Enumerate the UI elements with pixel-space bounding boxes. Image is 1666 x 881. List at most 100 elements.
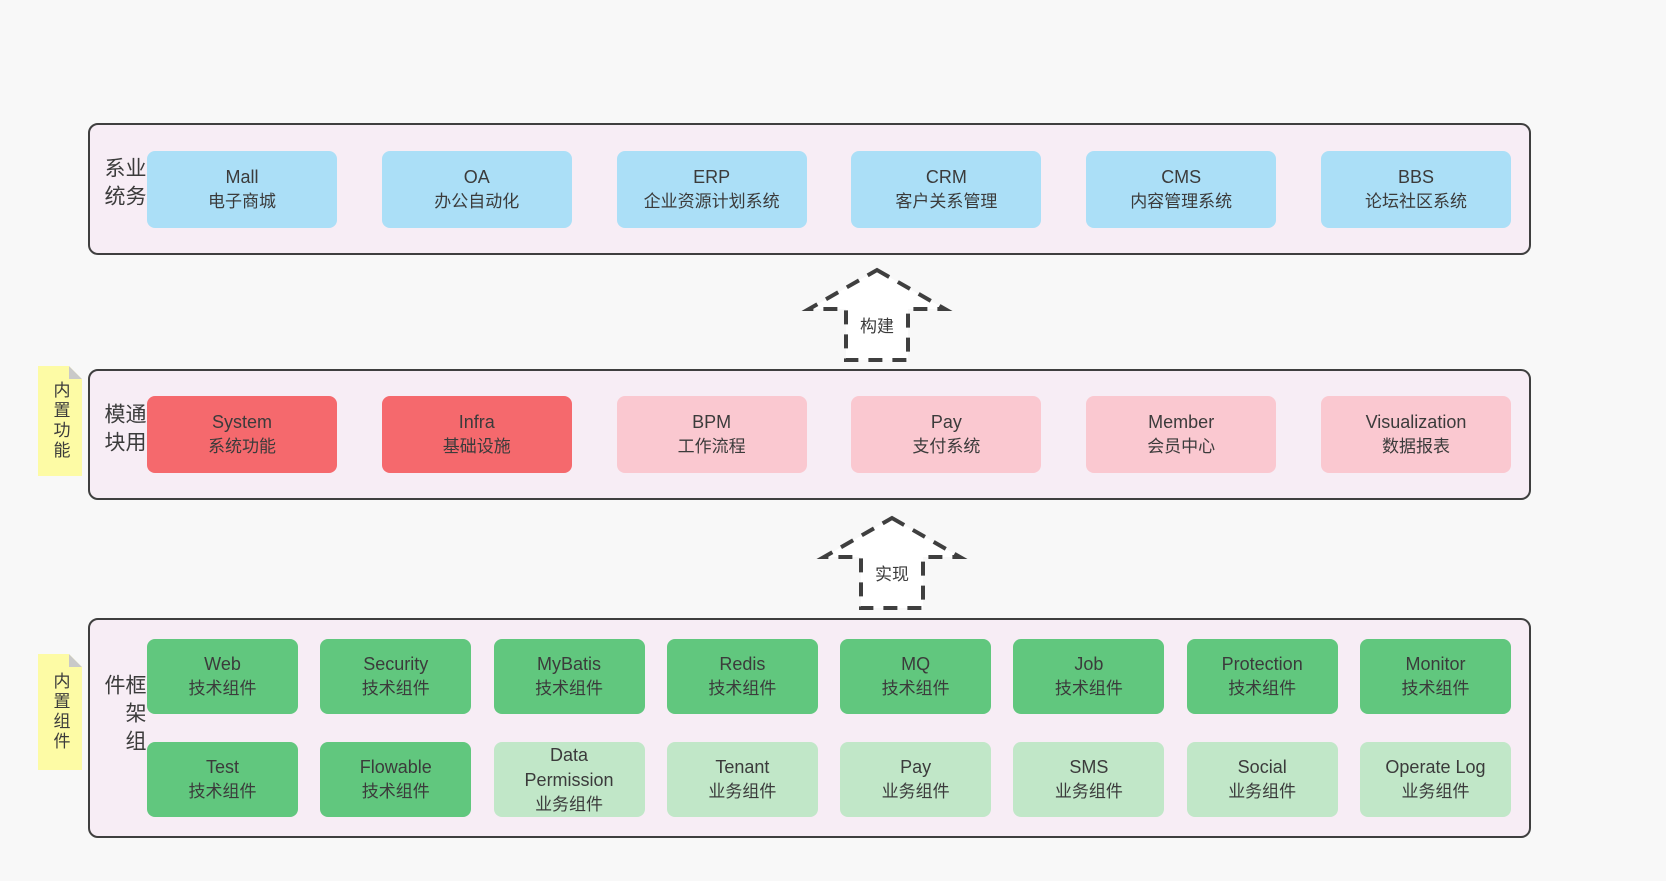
box-row: System 系统功能 Infra 基础设施 BPM 工作流程 Pay 支付系统 Member 会…	[147, 396, 1511, 473]
node-title: Operate Log	[1385, 757, 1486, 778]
node-title: CMS	[1161, 166, 1202, 187]
node-title: OA	[463, 166, 490, 187]
node-subtitle: 办公自动化	[434, 191, 520, 211]
node-subtitle: 技术组件	[708, 679, 777, 699]
sticky-note-builtin-features: 内置功能	[38, 366, 82, 476]
arrow-implement-label-text: 实现	[872, 565, 912, 584]
node-subtitle: 业务组件	[1228, 782, 1297, 802]
node-subtitle: 技术组件	[1228, 679, 1297, 699]
dashed-up-arrow-icon	[816, 515, 968, 610]
node-title: Social	[1237, 757, 1287, 778]
node-subtitle: 工作流程	[677, 437, 746, 457]
node-subtitle: 技术组件	[1054, 679, 1123, 699]
node-subtitle: 技术组件	[361, 679, 430, 699]
node-monitor: Monitor 技术组件	[1359, 639, 1511, 714]
node-title: Protection	[1221, 654, 1303, 675]
node-mall: Mall 电子商城	[147, 150, 337, 228]
node-subtitle: 支付系统	[912, 437, 981, 457]
node-title: Job	[1074, 654, 1104, 675]
node-infra: Infra 基础设施	[381, 396, 572, 473]
node-title: BPM	[692, 412, 732, 433]
node-title: Monitor	[1405, 654, 1466, 675]
section-label-business: 业务系统	[102, 157, 146, 213]
node-title: Tenant	[715, 757, 770, 778]
node-subtitle: 技术组件	[1401, 679, 1470, 699]
node-subtitle: 论坛社区系统	[1364, 191, 1467, 211]
node-title: Data Permission	[524, 744, 614, 790]
node-subtitle: 业务组件	[1054, 782, 1123, 802]
node-subtitle: 业务组件	[535, 794, 604, 814]
node-operate-log: Operate Log 业务组件	[1359, 742, 1511, 817]
node-subtitle: 电子商城	[208, 191, 276, 211]
node-subtitle: 客户关系管理	[895, 191, 998, 211]
node-title: BBS	[1397, 166, 1434, 187]
node-erp: ERP 企业资源计划系统	[616, 150, 807, 228]
section-label-modules: 通用模块	[102, 402, 146, 459]
node-subtitle: 技术组件	[535, 679, 604, 699]
node-visualization: Visualization 数据报表	[1320, 396, 1511, 473]
node-title: System	[211, 412, 272, 433]
node-sms: SMS 业务组件	[1013, 742, 1165, 817]
node-bpm: BPM 工作流程	[616, 396, 807, 473]
arrow-build: 构建	[801, 267, 953, 362]
node-pay: Pay 业务组件	[840, 742, 992, 817]
node-redis: Redis 技术组件	[666, 639, 818, 714]
sticky-note-text: 内置组件	[50, 672, 70, 752]
arrow-implement-label: 实现	[822, 560, 962, 585]
node-subtitle: 技术组件	[188, 782, 257, 802]
sticky-note-builtin-components: 内置组件	[38, 654, 82, 770]
node-pay: Pay 支付系统	[851, 396, 1042, 473]
node-title: Test	[205, 757, 239, 778]
node-subtitle: 会员中心	[1147, 437, 1216, 457]
arrow-build-label-text: 构建	[857, 317, 897, 336]
node-oa: OA 办公自动化	[381, 150, 572, 228]
node-subtitle: 业务组件	[881, 782, 950, 802]
section-label-components: 框架组件	[102, 674, 146, 758]
node-test: Test 技术组件	[147, 742, 298, 817]
node-title: Infra	[458, 412, 495, 433]
node-title: Member	[1148, 412, 1215, 433]
node-title: SMS	[1069, 757, 1109, 778]
node-title: Pay	[900, 757, 932, 778]
node-subtitle: 数据报表	[1381, 437, 1450, 457]
section-business-systems: 业务系统 Mall 电子商城 OA 办公自动化 ERP 企业资源计划系统 CRM 客户关系管理…	[88, 123, 1531, 255]
node-title: CRM	[925, 166, 967, 187]
node-data-permission: Data Permission 业务组件	[493, 742, 645, 817]
node-subtitle: 系统功能	[208, 437, 276, 457]
node-title: Pay	[930, 412, 962, 433]
node-title: ERP	[693, 166, 731, 187]
arrow-build-label: 构建	[807, 312, 947, 337]
dashed-up-arrow-icon	[801, 267, 953, 362]
node-grid-modules: System 系统功能 Infra 基础设施 BPM 工作流程 Pay 支付系统 Member 会…	[147, 371, 1511, 498]
sticky-note-text: 内置功能	[50, 381, 70, 461]
section-common-modules: 通用模块 System 系统功能 Infra 基础设施 BPM 工作流程 Pay 支付系统 Me…	[88, 369, 1531, 500]
node-title: Visualization	[1365, 412, 1467, 433]
node-title: Redis	[719, 654, 766, 675]
node-subtitle: 业务组件	[1401, 782, 1470, 802]
node-flowable: Flowable 技术组件	[320, 742, 472, 817]
node-subtitle: 基础设施	[442, 437, 511, 457]
node-title: Mall	[225, 166, 259, 187]
box-row: Test 技术组件 Flowable 技术组件 Data Permission 业务组件 T…	[147, 742, 1511, 817]
node-subtitle: 技术组件	[361, 782, 430, 802]
node-system: System 系统功能	[147, 396, 337, 473]
folded-corner-icon	[69, 654, 82, 667]
node-subtitle: 技术组件	[188, 679, 257, 699]
node-subtitle: 技术组件	[881, 679, 950, 699]
node-title: Flowable	[359, 757, 432, 778]
folded-corner-icon	[69, 366, 82, 379]
node-bbs: BBS 论坛社区系统	[1320, 150, 1511, 228]
node-subtitle: 企业资源计划系统	[643, 191, 780, 211]
